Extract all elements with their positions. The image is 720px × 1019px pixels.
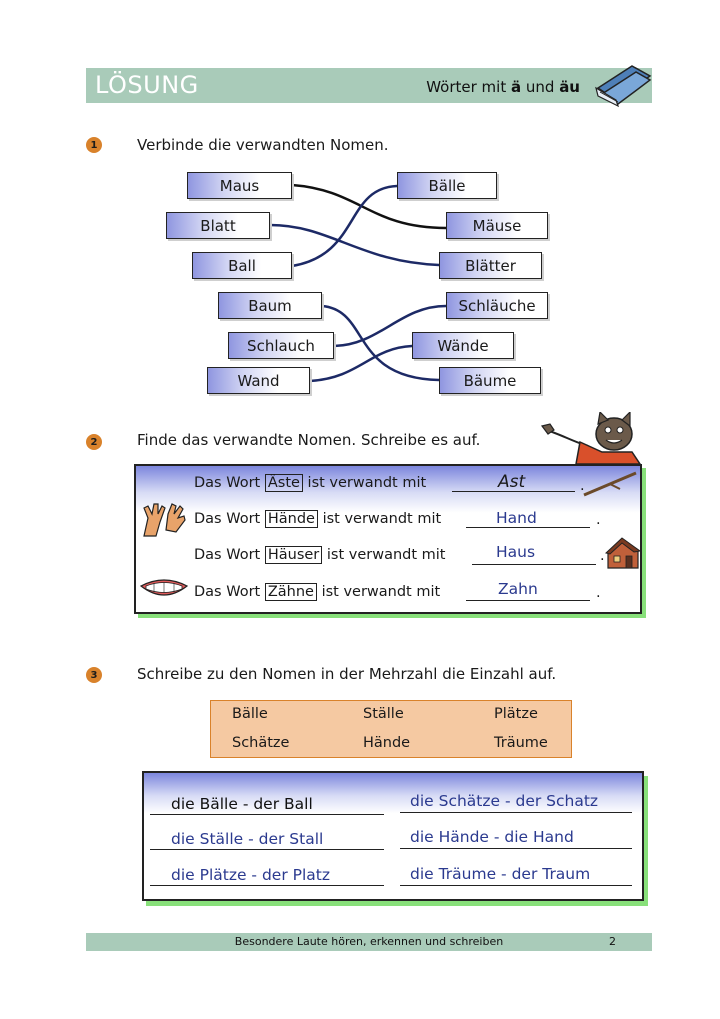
period-1: . bbox=[580, 478, 585, 494]
card-left-baum: Baum bbox=[218, 292, 322, 319]
page-number: 2 bbox=[609, 935, 616, 948]
plural-word-5: Hände bbox=[363, 735, 411, 751]
answer-1: Ast bbox=[498, 472, 526, 492]
word-box-3: Häuser bbox=[264, 546, 323, 564]
answer-left-2: die Ställe - der Stall bbox=[171, 830, 324, 848]
task2-row-3: Das Wort Häuser ist verwandt mit bbox=[194, 546, 446, 564]
footer-text: Besondere Laute hören, erkennen und schr… bbox=[234, 935, 504, 948]
card-left-blatt: Blatt bbox=[166, 212, 270, 239]
line-right-3 bbox=[400, 885, 632, 886]
answer-line-4 bbox=[466, 600, 590, 601]
task3-instruction: Schreibe zu den Nomen in der Mehrzahl di… bbox=[137, 665, 557, 683]
word-box-2: Hände bbox=[264, 510, 318, 528]
plural-word-2: Ställe bbox=[363, 706, 404, 722]
answer-3: Haus bbox=[496, 543, 536, 561]
card-right-schlaeuche: Schläuche bbox=[446, 292, 548, 319]
header-bar bbox=[86, 68, 652, 103]
line-blatt-blaetter bbox=[268, 223, 441, 267]
word-box-4: Zähne bbox=[264, 583, 317, 601]
branch-icon bbox=[583, 471, 637, 497]
task1-instruction: Verbinde die verwandten Nomen. bbox=[137, 136, 389, 154]
card-right-waende: Wände bbox=[412, 332, 514, 359]
cat-illustration bbox=[540, 412, 641, 464]
topic-title: Wörter mit ä und äu bbox=[426, 78, 580, 96]
card-right-blaetter: Blätter bbox=[439, 252, 542, 279]
task2-instruction: Finde das verwandte Nomen. Schreibe es a… bbox=[137, 431, 481, 449]
panel3 bbox=[142, 771, 644, 901]
plural-word-4: Schätze bbox=[232, 735, 290, 751]
card-left-schlauch: Schlauch bbox=[228, 332, 334, 359]
answer-2: Hand bbox=[496, 509, 537, 527]
plural-word-table bbox=[210, 700, 572, 758]
footer-bar bbox=[86, 933, 652, 951]
line-right-1 bbox=[400, 812, 632, 813]
plural-word-3: Plätze bbox=[494, 706, 538, 722]
answer-right-3: die Träume - der Traum bbox=[410, 865, 591, 883]
panel2 bbox=[134, 464, 642, 614]
line-left-1 bbox=[150, 814, 384, 815]
card-left-maus: Maus bbox=[187, 172, 292, 199]
card-right-baeume: Bäume bbox=[439, 367, 541, 394]
answer-left-1: die Bälle - der Ball bbox=[171, 795, 313, 813]
house-icon bbox=[604, 537, 642, 569]
teeth-icon bbox=[139, 579, 189, 596]
answer-left-3: die Plätze - der Platz bbox=[171, 866, 330, 884]
line-ball-baelle bbox=[290, 184, 399, 268]
solution-label: LÖSUNG bbox=[95, 71, 199, 99]
task2-row-2: Das Wort Hände ist verwandt mit bbox=[194, 510, 442, 528]
task-number-3: 3 bbox=[86, 667, 102, 683]
hands-icon bbox=[143, 503, 186, 537]
line-wand-waende bbox=[308, 344, 414, 383]
answer-line-3 bbox=[472, 564, 596, 565]
plural-word-6: Träume bbox=[494, 735, 548, 751]
answer-right-2: die Hände - die Hand bbox=[410, 828, 574, 846]
task-number-1: 1 bbox=[86, 137, 102, 153]
word-box-1: Äste bbox=[264, 474, 303, 492]
card-right-maeuse: Mäuse bbox=[446, 212, 548, 239]
period-4: . bbox=[596, 585, 601, 601]
line-left-2 bbox=[150, 849, 384, 850]
line-right-2 bbox=[400, 848, 632, 849]
answer-right-1: die Schätze - der Schatz bbox=[410, 792, 599, 810]
task2-row-1: Das Wort Äste ist verwandt mit bbox=[194, 474, 427, 492]
plural-word-1: Bälle bbox=[232, 706, 268, 722]
answer-line-1 bbox=[452, 491, 575, 492]
task2-row-4: Das Wort Zähne ist verwandt mit bbox=[194, 583, 441, 601]
line-baum-baeume bbox=[320, 304, 441, 382]
line-schlauch-schlaeuche bbox=[332, 304, 448, 348]
answer-line-2 bbox=[466, 527, 590, 528]
book-icon bbox=[595, 65, 652, 108]
connection-lines bbox=[268, 183, 448, 383]
card-left-ball: Ball bbox=[192, 252, 292, 279]
card-left-wand: Wand bbox=[207, 367, 310, 394]
period-3: . bbox=[600, 548, 605, 564]
answer-4: Zahn bbox=[498, 580, 538, 598]
line-maus-maeuse bbox=[290, 183, 448, 230]
line-left-3 bbox=[150, 885, 384, 886]
task-number-2: 2 bbox=[86, 434, 102, 450]
card-right-baelle: Bälle bbox=[397, 172, 497, 199]
period-2: . bbox=[596, 512, 601, 528]
